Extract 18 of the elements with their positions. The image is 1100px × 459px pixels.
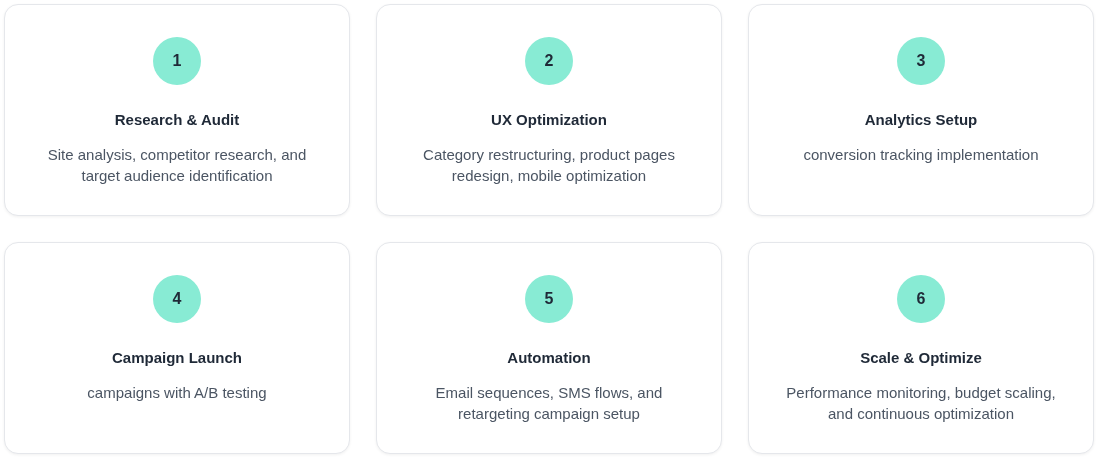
step-card <box>4 4 350 216</box>
step-card <box>748 242 1094 454</box>
step-description: Email sequences, SMS flows, and retargeting campaign setup <box>434 383 664 424</box>
step-title: Research & Audit <box>114 110 240 130</box>
step-card <box>376 242 722 454</box>
step-description: Performance monitoring, budget scaling, and continuous optimization <box>785 383 1057 424</box>
step-description: campaigns with A/B testing <box>87 383 267 403</box>
step-card <box>376 4 722 216</box>
step-title: Automation <box>507 348 591 368</box>
step-description: conversion tracking implementation <box>803 145 1039 165</box>
step-title: Campaign Launch <box>112 348 242 368</box>
step-title: UX Optimization <box>491 110 607 130</box>
step-card <box>4 242 350 454</box>
step-description: Site analysis, competitor research, and target audience identification <box>46 145 308 186</box>
step-title: Scale & Optimize <box>860 348 982 368</box>
step-card <box>748 4 1094 216</box>
step-title: Analytics Setup <box>864 110 978 130</box>
step-description: Category restructuring, product pages redesign, mobile optimization <box>422 145 676 186</box>
